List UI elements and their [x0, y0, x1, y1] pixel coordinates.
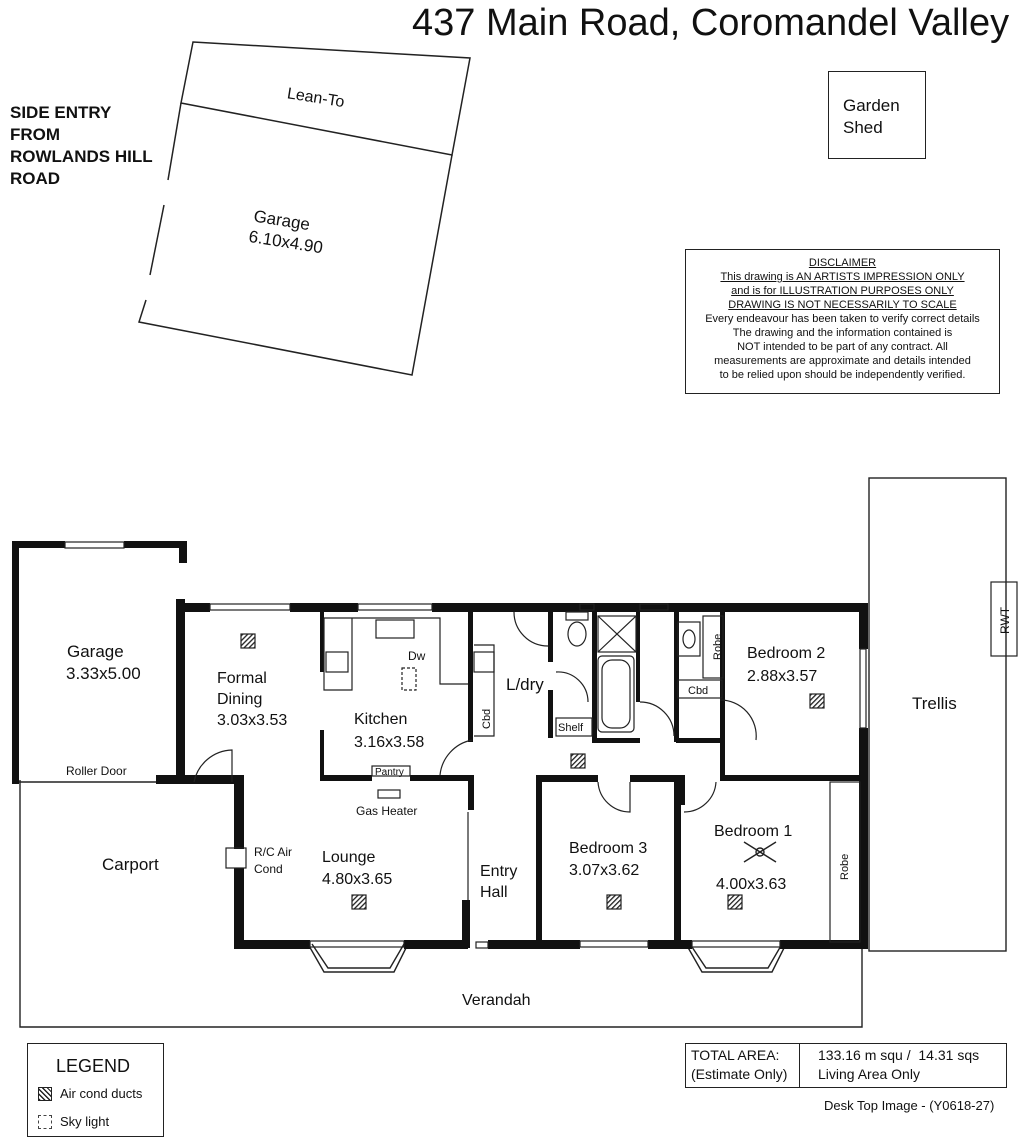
- disclaimer-line: NOT intended to be part of any contract.…: [737, 341, 948, 353]
- legend: LEGEND Air cond ducts Sky light: [27, 1043, 164, 1137]
- legend-title: LEGEND: [56, 1056, 131, 1076]
- air-duct-icon: [809, 693, 825, 709]
- verandah-label: Verandah: [462, 992, 531, 1009]
- cbd-label: Cbd: [481, 709, 493, 729]
- air-duct-icon: [240, 633, 256, 649]
- pantry-label: Pantry: [375, 767, 404, 778]
- disclaimer-line: and is for ILLUSTRATION PURPOSES ONLY: [731, 285, 954, 297]
- garden-shed-label: Shed: [843, 118, 883, 137]
- garden-shed-label: Garden: [843, 96, 900, 115]
- side-entry-note: SIDE ENTRY FROM ROWLANDS HILL ROAD: [10, 102, 210, 190]
- side-entry-line: ROWLANDS HILL: [10, 147, 153, 166]
- disclaimer-line: The drawing and the information containe…: [732, 327, 953, 339]
- legend-item-label: Sky light: [60, 1114, 110, 1129]
- disclaimer-line: DRAWING IS NOT NECESSARILY TO SCALE: [728, 299, 957, 311]
- image-reference: Desk Top Image - (Y0618-27): [824, 1098, 995, 1113]
- ceiling-fan-icon: [743, 841, 777, 863]
- robe-label: Robe: [839, 854, 851, 880]
- bedroom2-size: 2.88x3.57: [747, 668, 817, 685]
- side-entry-line: ROAD: [10, 169, 61, 188]
- disclaimer-title: DISCLAIMER: [808, 257, 877, 269]
- rwt-label: RWT: [998, 606, 1012, 634]
- bay-windows: [307, 943, 787, 973]
- rc-air-cond-label: Cond: [254, 862, 283, 876]
- disclaimer-line: to be relied upon should be independentl…: [719, 369, 966, 381]
- total-area-label-line: TOTAL AREA:: [691, 1047, 780, 1063]
- lounge-size: 4.80x3.65: [322, 871, 392, 888]
- disclaimer-line: measurements are approximate and details…: [714, 355, 971, 367]
- total-area-value-line: 133.16 m squ / 14.31 sqs: [818, 1047, 980, 1063]
- rear-garage-outline: [138, 41, 471, 376]
- bedroom1-label: Bedroom 1: [714, 823, 792, 840]
- air-duct-icon: [38, 1086, 52, 1101]
- entry-hall-label: Entry: [480, 863, 517, 880]
- bedroom2-label: Bedroom 2: [747, 645, 825, 662]
- air-duct-icon: [351, 894, 367, 910]
- rear-garage-size: 6.10x4.90: [247, 227, 324, 257]
- lean-to-label: Lean-To: [286, 85, 346, 111]
- page-title: 437 Main Road, Coromandel Valley: [412, 2, 1010, 44]
- side-entry-line: FROM: [10, 125, 61, 144]
- side-entry-line: SIDE ENTRY: [10, 103, 112, 122]
- air-duct-markers: [240, 633, 825, 910]
- air-duct-icon: [570, 753, 586, 769]
- cbd-label: Cbd: [688, 685, 708, 697]
- kitchen-size: 3.16x3.58: [354, 734, 424, 751]
- garden-shed: Garden Shed: [828, 71, 926, 159]
- rc-air-cond-label: R/C Air: [254, 845, 292, 859]
- legend-item: Air cond ducts: [38, 1086, 142, 1101]
- entry-hall-label: Hall: [480, 884, 508, 901]
- disclaimer-box: DISCLAIMER This drawing is AN ARTISTS IM…: [685, 249, 1000, 394]
- bedroom3-label: Bedroom 3: [569, 840, 647, 857]
- roller-door-label: Roller Door: [66, 764, 127, 778]
- dishwasher-label: Dw: [408, 649, 426, 663]
- formal-dining-size: 3.03x3.53: [217, 712, 287, 729]
- total-area-label: TOTAL AREA: (Estimate Only): [686, 1044, 800, 1087]
- formal-dining-label: Dining: [217, 691, 262, 708]
- robe-label: Robe: [712, 634, 724, 660]
- total-area-value: 133.16 m squ / 14.31 sqs Living Area Onl…: [800, 1044, 979, 1087]
- disclaimer-line: This drawing is AN ARTISTS IMPRESSION ON…: [720, 271, 965, 283]
- formal-dining-label: Formal: [217, 670, 267, 687]
- shelf-label: Shelf: [558, 722, 584, 734]
- bedroom1-size: 4.00x3.63: [716, 876, 786, 893]
- total-area-label-line: (Estimate Only): [691, 1066, 788, 1082]
- bedroom3-size: 3.07x3.62: [569, 862, 639, 879]
- air-duct-icon: [606, 894, 622, 910]
- fixtures-lines: [64, 541, 1018, 949]
- gas-heater-label: Gas Heater: [356, 804, 417, 818]
- legend-item: Sky light: [38, 1114, 109, 1129]
- legend-item-label: Air cond ducts: [60, 1086, 143, 1101]
- lounge-label: Lounge: [322, 849, 375, 866]
- laundry-label: L/dry: [506, 675, 544, 694]
- garage-size: 3.33x5.00: [66, 664, 141, 683]
- skylight-icon: [38, 1114, 52, 1129]
- garage-label: Garage: [67, 642, 124, 661]
- total-area-box: TOTAL AREA: (Estimate Only) 133.16 m squ…: [685, 1043, 1007, 1088]
- carport-label: Carport: [102, 855, 159, 874]
- kitchen-label: Kitchen: [354, 711, 407, 728]
- disclaimer-line: Every endeavour has been taken to verify…: [705, 313, 980, 325]
- trellis-label: Trellis: [912, 694, 957, 713]
- total-area-value-line: Living Area Only: [818, 1066, 920, 1082]
- air-duct-icon: [727, 894, 743, 910]
